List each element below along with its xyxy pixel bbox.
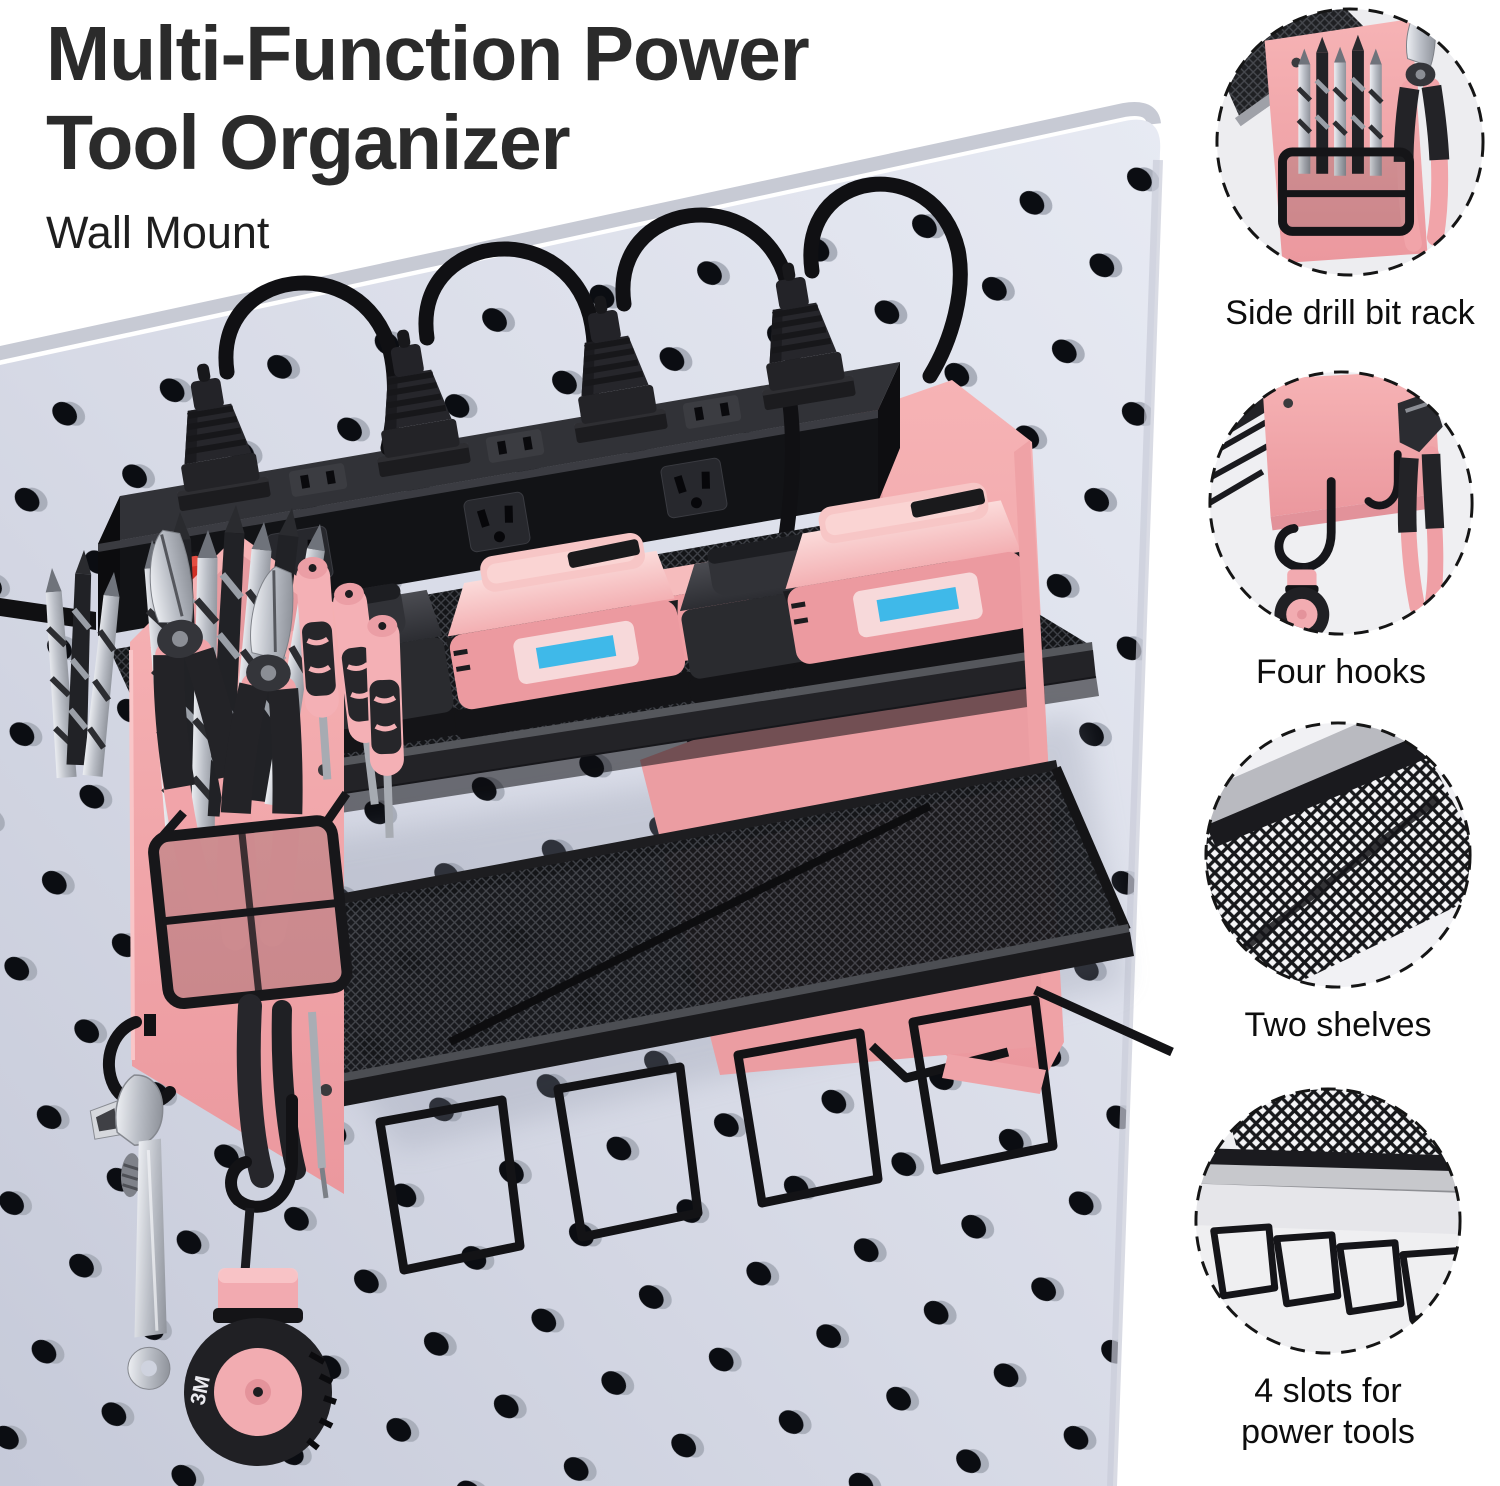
page-subtitle: Wall Mount — [46, 206, 270, 258]
side-drill-bit-rack-image — [1215, 7, 1485, 277]
feature-label: Four hooks — [1255, 653, 1427, 691]
feature-label: Two shelves — [1244, 1006, 1432, 1044]
drill-bit — [45, 550, 120, 779]
outlet-top — [288, 395, 742, 497]
side-drill-bit-basket — [148, 790, 353, 1199]
power-tool-slots-image — [1194, 1087, 1462, 1355]
page-title-line2: Tool Organizer — [46, 100, 571, 187]
page-title-line1: Multi-Function Power — [46, 11, 810, 97]
plugs — [176, 262, 856, 512]
two-shelves-image — [1204, 721, 1472, 989]
product-scene: 3M — [0, 102, 1174, 1486]
battery-pink — [782, 482, 1044, 694]
tape-measure: 3M — [184, 1207, 337, 1466]
feature-power-tool-slots: 4 slots for power tools — [1192, 1085, 1464, 1454]
feature-label: Side drill bit rack — [1225, 294, 1475, 332]
screwdrivers — [296, 556, 404, 839]
feature-four-hooks: Four hooks — [1206, 368, 1476, 693]
feature-label: 4 slots for power tools — [1241, 1372, 1415, 1452]
title-block: Multi-Function Power Tool Organizer Wall… — [46, 10, 810, 259]
right-panel-foot — [942, 1054, 1046, 1094]
wrench — [89, 1074, 171, 1390]
four-hooks-image — [1208, 370, 1474, 636]
feature-side-drill-bit-rack: Side drill bit rack — [1213, 5, 1487, 334]
side-rack-bar — [0, 550, 120, 779]
battery-pink — [445, 533, 698, 739]
feature-two-shelves: Two shelves — [1202, 719, 1474, 1046]
lower-shelf-basket — [277, 760, 1134, 1110]
